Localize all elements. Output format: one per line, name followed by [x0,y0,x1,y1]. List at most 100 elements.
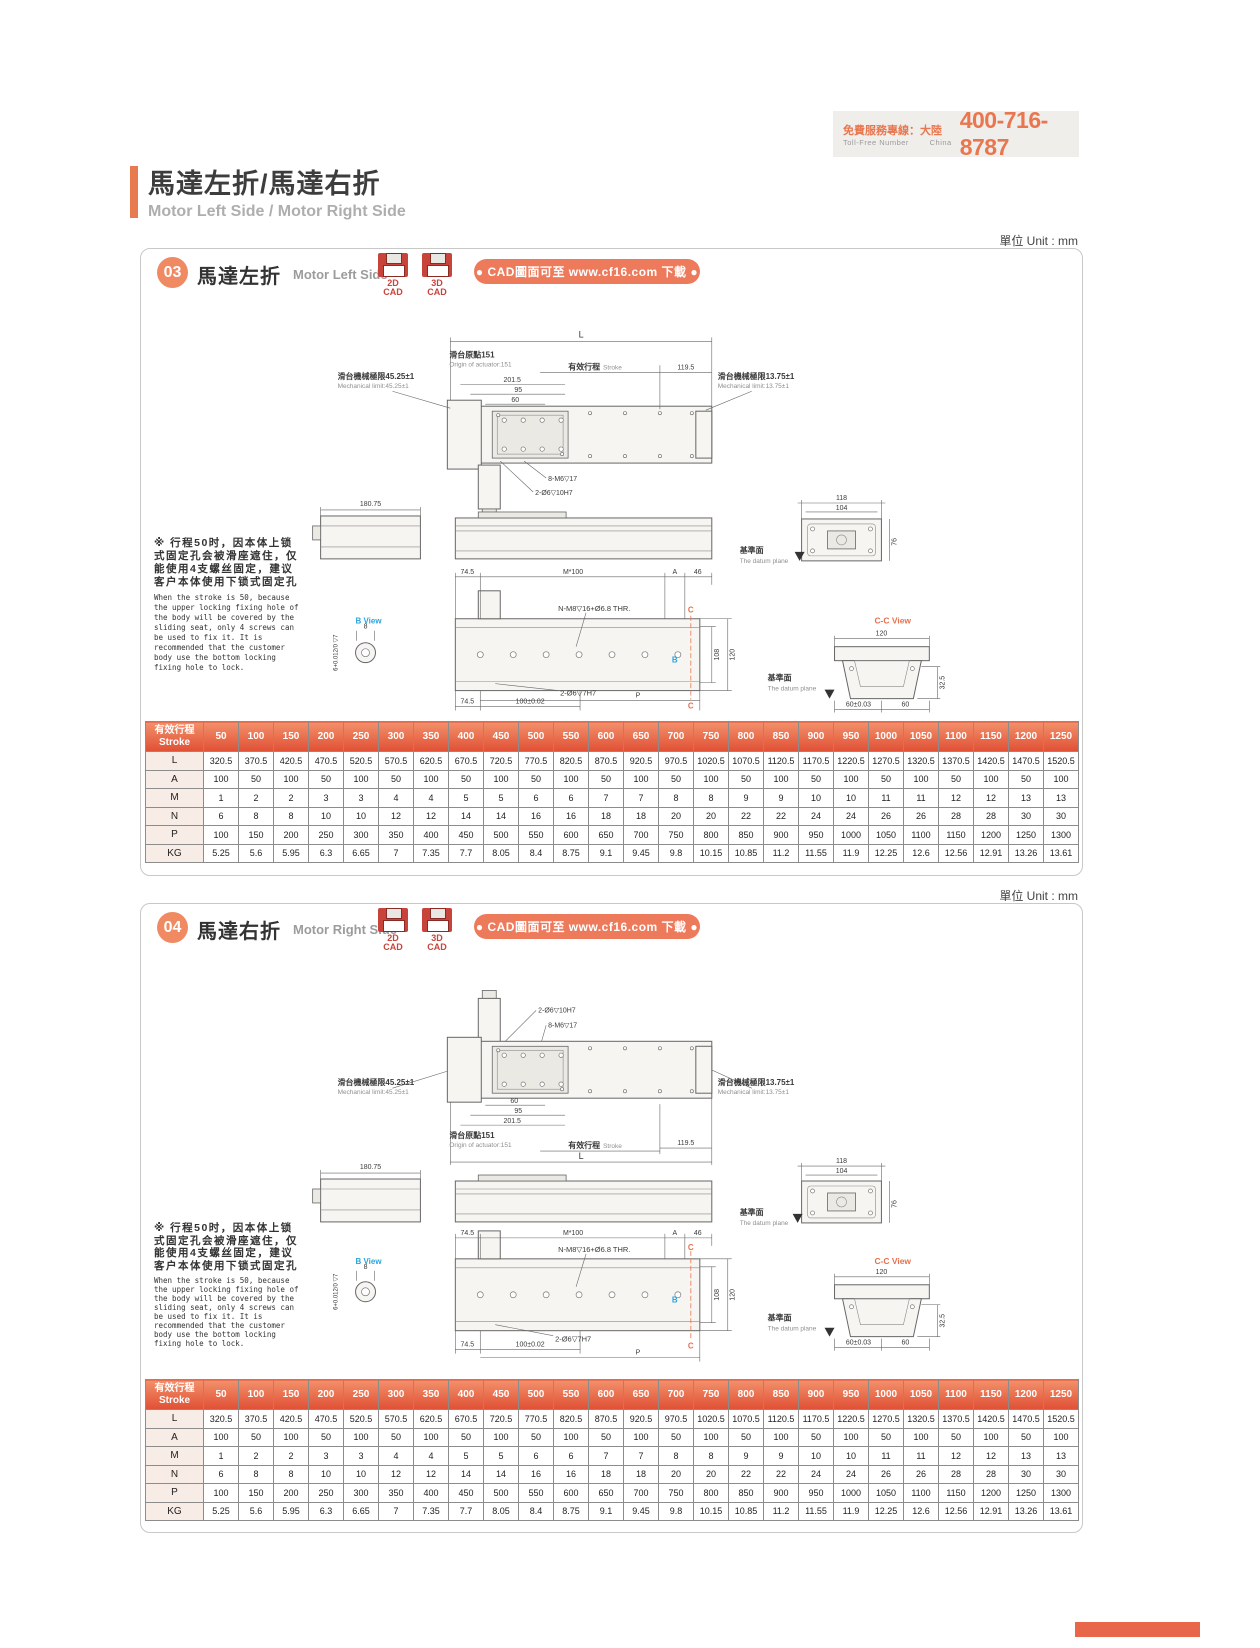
table-cell: 2 [273,1446,309,1466]
dim-32-5: 32.5 [939,676,946,690]
table-cell: 250 [308,1483,344,1503]
table-cell: 8 [273,806,309,826]
stroke-50-note: ※ 行程50时，因本体上锁式固定孔会被滑座遮住，仅能使用4支螺丝固定，建议客户本… [154,537,302,673]
plan-leaders [392,1010,752,1089]
dim-118: 118 [836,1158,847,1165]
table-cell: 14 [483,1464,519,1484]
table-cell: 100 [833,1427,869,1447]
stroke-column-header: 950 [833,721,869,752]
stroke-column-header: 1200 [1008,1379,1044,1410]
stroke-50-note: ※ 行程50时，因本体上锁式固定孔会被滑座遮住，仅能使用4支螺丝固定，建议客户本… [154,1222,302,1348]
cad-download-banner[interactable]: ● CAD圖面可至 www.cf16.com 下載 ● [474,259,700,284]
table-cell: 720.5 [483,1409,519,1429]
table-cell: 350 [378,1483,414,1503]
table-cell: 10 [308,1464,344,1484]
stroke-column-header: 1000 [868,1379,904,1410]
table-cell: 100 [203,1483,239,1503]
stroke-column-header: 750 [693,1379,729,1410]
dim-120-cc: 120 [876,1269,888,1276]
table-cell: 30 [1043,806,1079,826]
tollfree-label-en: Toll-Free Number China [843,137,952,147]
table-cell: 13.61 [1043,1501,1079,1521]
table-cell: 50 [378,1427,414,1447]
table-cell: 1520.5 [1043,1409,1079,1429]
dim-118: 118 [836,495,847,502]
stroke-column-header: 650 [623,721,659,752]
table-cell: 100 [343,1427,379,1447]
table-cell: 50 [868,1427,904,1447]
table-cell: 50 [868,769,904,789]
stroke-column-header: 800 [728,721,764,752]
stroke-column-header: 1250 [1043,721,1079,752]
table-cell: 50 [938,769,974,789]
cad-download-banner[interactable]: ● CAD圖面可至 www.cf16.com 下載 ● [474,914,700,939]
hole-callout-8-m6: 8-M6▽17 [548,1022,577,1029]
dim-m100: M*100 [563,569,583,576]
unit-label: 單位 Unit : mm [999,889,1078,903]
stroke-column-header: 500 [518,1379,554,1410]
stroke-column-header: 450 [483,1379,519,1410]
table-cell: 770.5 [518,1409,554,1429]
table-cell: 3 [308,1446,344,1466]
table-cell: 7 [378,843,414,863]
table-cell: 6.3 [308,843,344,863]
dim-119-5: 119.5 [677,364,694,371]
stroke-column-header: 200 [308,1379,344,1410]
table-cell: 1150 [938,1483,974,1503]
stroke-column-header: 850 [763,1379,799,1410]
table-cell: 600 [553,825,589,845]
table-cell: 26 [868,806,904,826]
stroke-column-header: 400 [448,721,484,752]
table-cell: 4 [378,788,414,808]
front-view [454,1230,701,1340]
table-cell: 50 [1008,769,1044,789]
table-cell: 500 [483,825,519,845]
dim-95: 95 [514,387,522,394]
table-cell: 50 [308,769,344,789]
mech-limit-13-en: Mechanical limit:13.75±1 [718,1089,790,1096]
stroke-label-cn: 有效行程 [568,1140,600,1150]
table-cell: 750 [658,825,694,845]
table-cell: 100 [273,769,309,789]
note-en: When the stroke is 50, because the upper… [154,1276,299,1348]
table-cell: 250 [308,825,344,845]
table-cell: 100 [203,1427,239,1447]
table-cell: 100 [693,1427,729,1447]
row-label: A [145,769,204,789]
dim-60: 60 [510,1098,518,1105]
table-cell: 700 [623,825,659,845]
datum-plane2-en: The datum plane [768,1326,817,1333]
table-cell: 30 [1043,1464,1079,1484]
dim-108: 108 [714,649,721,661]
table-cell: 12.6 [903,1501,939,1521]
table-cell: 20 [658,806,694,826]
table-cell: 8.75 [553,1501,589,1521]
stroke-label-en: Stroke [603,1143,622,1150]
table-cell: 5.25 [203,843,239,863]
dim-60-cc: 60 [901,702,909,709]
floppy-disk-icon [378,908,408,932]
table-cell: 700 [623,1483,659,1503]
table-cell: 650 [588,1483,624,1503]
table-cell: 100 [483,769,519,789]
table-cell: 10 [308,806,344,826]
table-cell: 18 [588,1464,624,1484]
table-cell: 16 [553,806,589,826]
datum-plane-cn: 基準面 [739,545,764,555]
section-marker-c-bottom: C [688,702,694,711]
table-cell: 520.5 [343,1409,379,1429]
mech-limit-13-cn: 滑台機械極限13.75±1 [718,371,795,381]
table-cell: 1070.5 [728,1409,764,1429]
section-title-en: Motor Right Side [293,922,397,937]
table-cell: 1000 [833,825,869,845]
table-cell: 12 [938,1446,974,1466]
table-cell: 5.25 [203,1501,239,1521]
